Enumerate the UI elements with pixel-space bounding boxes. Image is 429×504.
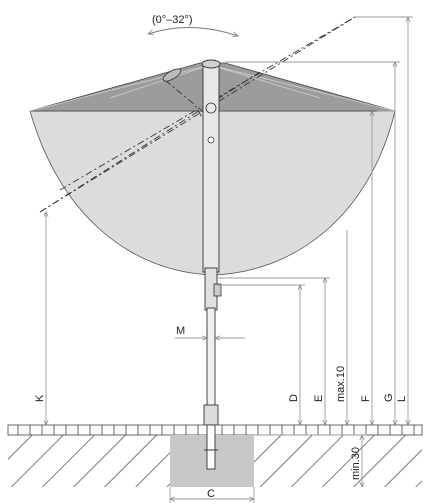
dimension-lines: [46, 17, 413, 503]
pole-top-cap: [201, 59, 221, 69]
label-C: C: [207, 488, 215, 500]
label-D: D: [288, 394, 300, 402]
pole-socket: [203, 404, 219, 426]
label-max10: max.10: [335, 366, 347, 402]
hub-bolt: [207, 136, 215, 144]
label-E: E: [313, 395, 325, 402]
tilted-finial: [162, 68, 182, 82]
ground-surface-ticks: [17, 425, 415, 435]
pole-upper: [202, 61, 220, 273]
label-F: F: [360, 395, 372, 402]
label-min30: min.30: [350, 447, 362, 480]
label-G: G: [383, 393, 395, 402]
tilt-angle-arc: [148, 27, 238, 36]
ground-anchor: [206, 424, 216, 470]
label-L: L: [396, 396, 408, 402]
crank-handle: [205, 102, 217, 114]
tilt-range-label: (0°–32°): [152, 14, 193, 26]
label-M: M: [176, 325, 185, 337]
tilt-crank: [213, 283, 222, 297]
label-K: K: [34, 394, 46, 402]
pole-lower: [206, 307, 216, 421]
